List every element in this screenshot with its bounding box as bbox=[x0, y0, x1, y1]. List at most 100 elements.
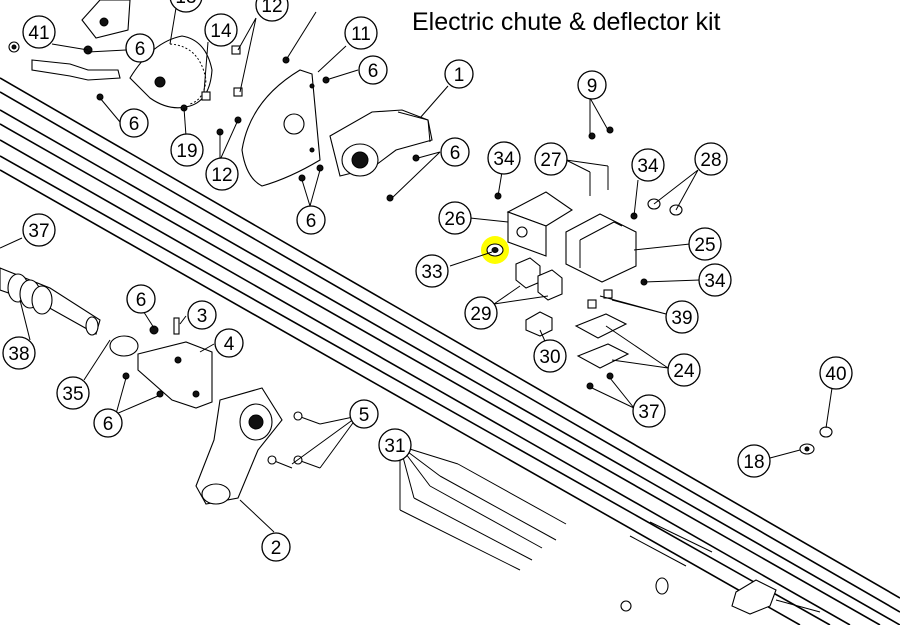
part-13-plate bbox=[81, 0, 131, 39]
callout-34-b: 34 bbox=[631, 148, 665, 182]
callouts: 41 13 12 14 6 11 6 1 6 19 12 6 6 9 34 27… bbox=[2, 0, 853, 562]
part-4-bracket bbox=[109, 335, 213, 409]
svg-text:35: 35 bbox=[62, 384, 83, 405]
svg-text:2: 2 bbox=[271, 538, 282, 559]
svg-text:40: 40 bbox=[825, 364, 846, 385]
callout-30: 30 bbox=[533, 339, 567, 373]
svg-text:6: 6 bbox=[135, 39, 146, 60]
part-40-nut bbox=[819, 426, 833, 438]
callout-33: 33 bbox=[415, 254, 449, 288]
svg-text:5: 5 bbox=[359, 405, 370, 426]
part-24-plates bbox=[574, 313, 630, 369]
callout-37-right: 37 bbox=[632, 394, 666, 428]
callout-38: 38 bbox=[2, 336, 36, 370]
svg-text:18: 18 bbox=[743, 452, 764, 473]
svg-text:3: 3 bbox=[197, 306, 208, 327]
part-29-switches bbox=[515, 257, 563, 301]
part-1-motor bbox=[329, 109, 433, 177]
callout-2: 2 bbox=[261, 532, 291, 562]
callout-6-g: 6 bbox=[93, 408, 123, 438]
callout-29: 29 bbox=[464, 296, 498, 330]
callout-41: 41 bbox=[22, 15, 56, 49]
svg-text:12: 12 bbox=[211, 165, 232, 186]
callout-12-bottom: 12 bbox=[205, 157, 239, 191]
svg-text:6: 6 bbox=[368, 61, 379, 82]
svg-text:31: 31 bbox=[384, 436, 405, 457]
svg-text:24: 24 bbox=[673, 361, 695, 382]
svg-text:38: 38 bbox=[8, 344, 29, 365]
callout-6-f: 6 bbox=[126, 284, 156, 314]
svg-text:6: 6 bbox=[450, 143, 461, 164]
svg-text:26: 26 bbox=[444, 209, 465, 230]
svg-text:37: 37 bbox=[638, 402, 659, 423]
part-33-grommet bbox=[481, 236, 509, 264]
callout-13: 13 bbox=[169, 0, 203, 13]
callout-34-c: 34 bbox=[698, 263, 732, 297]
part-30-connector bbox=[525, 311, 553, 337]
part-26-bracket bbox=[506, 191, 574, 257]
callout-26: 26 bbox=[438, 201, 472, 235]
svg-text:41: 41 bbox=[28, 23, 49, 44]
part-41-crank bbox=[8, 41, 121, 81]
diagram-title: Electric chute & deflector kit bbox=[412, 8, 721, 36]
part-18-washer bbox=[799, 443, 815, 455]
svg-text:11: 11 bbox=[351, 24, 371, 45]
callout-6-b: 6 bbox=[358, 55, 388, 85]
callout-6-d: 6 bbox=[440, 137, 470, 167]
callout-37-left: 37 bbox=[22, 213, 56, 247]
svg-text:29: 29 bbox=[470, 304, 491, 325]
svg-text:33: 33 bbox=[421, 262, 442, 283]
part-11-chute-plate bbox=[241, 69, 321, 187]
bottom-right-parts bbox=[620, 577, 821, 615]
callout-6-c: 6 bbox=[119, 108, 149, 138]
callout-24: 24 bbox=[667, 353, 701, 387]
part-25-bracket bbox=[565, 213, 637, 283]
svg-text:34: 34 bbox=[493, 149, 515, 170]
callout-1: 1 bbox=[444, 59, 474, 89]
svg-text:34: 34 bbox=[637, 156, 659, 177]
callout-4: 4 bbox=[214, 328, 244, 358]
svg-text:6: 6 bbox=[103, 414, 114, 435]
svg-text:39: 39 bbox=[671, 308, 692, 329]
part-31-cables bbox=[399, 463, 713, 571]
callout-40: 40 bbox=[819, 356, 853, 390]
callout-28: 28 bbox=[694, 142, 728, 176]
svg-text:27: 27 bbox=[540, 150, 561, 171]
part-3-pin bbox=[173, 317, 180, 335]
leader-lines bbox=[0, 7, 833, 533]
svg-text:30: 30 bbox=[539, 347, 560, 368]
svg-text:14: 14 bbox=[210, 21, 232, 42]
svg-text:25: 25 bbox=[694, 235, 715, 256]
callout-9: 9 bbox=[577, 70, 607, 100]
callout-18: 18 bbox=[737, 444, 771, 478]
callout-5: 5 bbox=[349, 399, 379, 429]
callout-6-e: 6 bbox=[296, 205, 326, 235]
svg-text:28: 28 bbox=[700, 150, 721, 171]
svg-text:13: 13 bbox=[175, 0, 196, 8]
svg-text:6: 6 bbox=[136, 290, 147, 311]
svg-text:1: 1 bbox=[454, 65, 465, 86]
callout-31: 31 bbox=[378, 428, 412, 462]
svg-text:12: 12 bbox=[261, 0, 282, 17]
callout-34-a: 34 bbox=[487, 141, 521, 175]
svg-text:6: 6 bbox=[306, 211, 317, 232]
callout-6-a: 6 bbox=[125, 33, 155, 63]
callout-25: 25 bbox=[688, 227, 722, 261]
callout-14: 14 bbox=[204, 13, 238, 47]
svg-text:19: 19 bbox=[176, 141, 197, 162]
callout-12-top: 12 bbox=[255, 0, 289, 22]
callout-3: 3 bbox=[187, 300, 217, 330]
callout-27: 27 bbox=[534, 142, 568, 176]
svg-text:4: 4 bbox=[224, 334, 235, 355]
callout-35: 35 bbox=[56, 376, 90, 410]
callout-19: 19 bbox=[170, 133, 204, 167]
part-38-shaft bbox=[0, 267, 101, 336]
svg-text:9: 9 bbox=[587, 76, 598, 97]
callout-11: 11 bbox=[344, 16, 378, 50]
long-rails bbox=[0, 77, 900, 625]
callout-39: 39 bbox=[665, 300, 699, 334]
svg-text:34: 34 bbox=[704, 271, 726, 292]
svg-text:6: 6 bbox=[129, 114, 140, 135]
part-2-motor bbox=[195, 387, 283, 505]
